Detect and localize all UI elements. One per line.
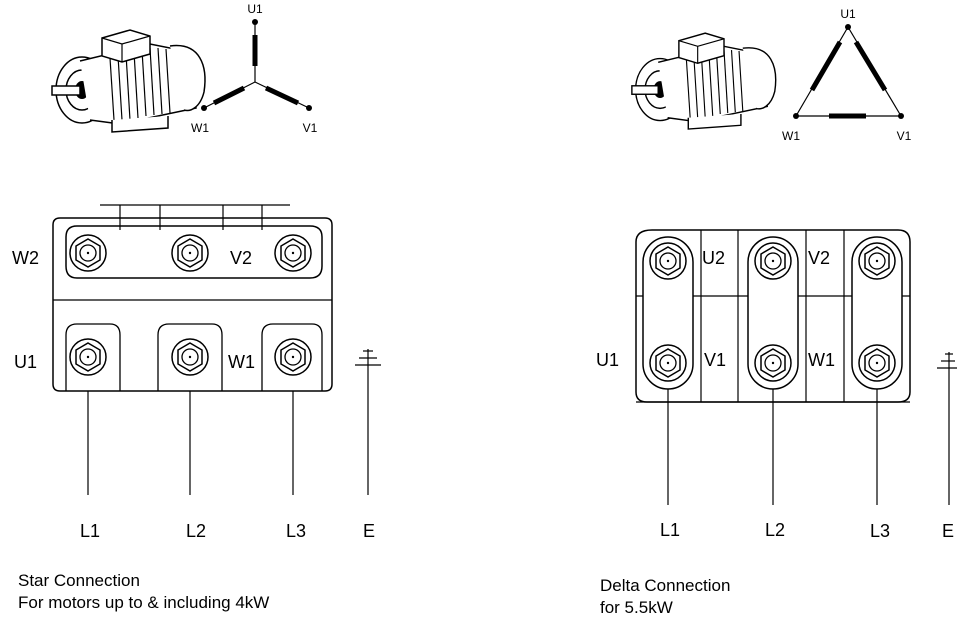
star-supply-leads bbox=[87, 391, 294, 495]
star-terminal-w1: W1 bbox=[228, 352, 255, 372]
star-terminal-w2: W2 bbox=[12, 248, 39, 268]
star-schematic-w-label: W1 bbox=[191, 121, 209, 135]
delta-terminal-v1: V1 bbox=[704, 350, 726, 370]
delta-caption-title: Delta Connection bbox=[600, 576, 731, 595]
delta-caption: Delta Connection for 5.5kW bbox=[600, 575, 730, 619]
star-supply-l2: L2 bbox=[186, 521, 206, 541]
terminal-nut-icon bbox=[274, 234, 312, 272]
star-winding-schematic: U1 W1 V1 bbox=[191, 2, 318, 135]
star-caption-title: Star Connection bbox=[18, 571, 140, 590]
star-terminal-board bbox=[52, 204, 333, 392]
delta-supply-leads bbox=[667, 389, 878, 505]
star-schematic-v-label: V1 bbox=[303, 121, 318, 135]
delta-schematic-u-label: U1 bbox=[840, 7, 856, 21]
delta-terminal-w1: W1 bbox=[808, 350, 835, 370]
delta-supply-l3: L3 bbox=[870, 521, 890, 541]
terminal-nut-icon bbox=[69, 338, 107, 376]
earth-symbol-icon bbox=[355, 349, 381, 495]
star-caption-subtitle: For motors up to & including 4kW bbox=[18, 593, 270, 612]
terminal-nut-icon bbox=[274, 338, 312, 376]
delta-winding-schematic: U1 W1 V1 bbox=[782, 7, 912, 143]
delta-terminal-u1: U1 bbox=[596, 350, 619, 370]
delta-supply-l1: L1 bbox=[660, 520, 680, 540]
delta-schematic-w-label: W1 bbox=[782, 129, 800, 143]
earth-symbol-icon bbox=[937, 352, 957, 505]
star-terminal-u1: U1 bbox=[14, 352, 37, 372]
delta-terminal-board bbox=[635, 229, 911, 403]
star-supply-e: E bbox=[363, 521, 375, 541]
star-supply-l1: L1 bbox=[80, 521, 100, 541]
delta-terminal-u2: U2 bbox=[702, 248, 725, 268]
terminal-nut-icon bbox=[69, 234, 107, 272]
star-terminal-v2: V2 bbox=[230, 248, 252, 268]
star-motor-icon bbox=[51, 29, 206, 133]
terminal-nut-icon bbox=[171, 338, 209, 376]
delta-supply-e: E bbox=[942, 521, 954, 541]
star-schematic-u-label: U1 bbox=[247, 2, 263, 16]
star-supply-l3: L3 bbox=[286, 521, 306, 541]
delta-schematic-v-label: V1 bbox=[897, 129, 912, 143]
terminal-nut-icon bbox=[171, 234, 209, 272]
delta-supply-l2: L2 bbox=[765, 520, 785, 540]
delta-motor-icon bbox=[631, 32, 777, 130]
star-caption: Star Connection For motors up to & inclu… bbox=[18, 570, 269, 614]
delta-caption-subtitle: for 5.5kW bbox=[600, 598, 673, 617]
delta-terminal-v2: V2 bbox=[808, 248, 830, 268]
